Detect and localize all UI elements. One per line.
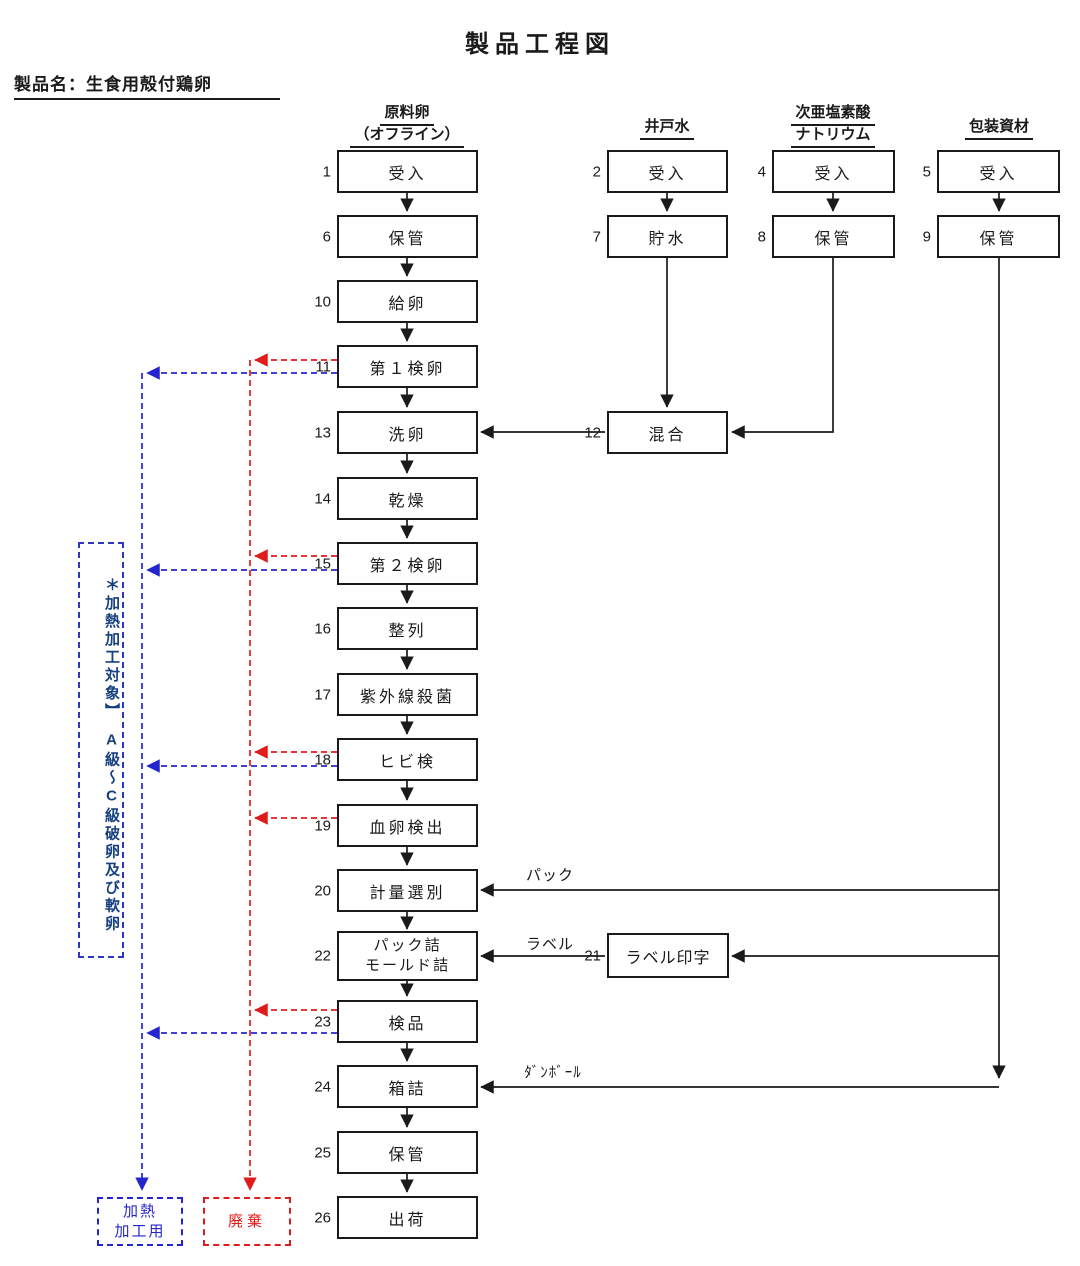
step-number: 25 <box>314 1144 331 1161</box>
step-label: 受入 <box>648 165 687 183</box>
step-number: 8 <box>757 228 766 245</box>
step-label: 検品 <box>388 1015 427 1033</box>
column-header-sodium-hypochlorite: 次亜塩素酸 ナトリウム <box>763 104 903 148</box>
step-number: 17 <box>314 686 331 703</box>
step-label: 受入 <box>979 165 1018 183</box>
heat-processing-annotation: ＊加熱加工対象】 A級～C級破卵及び軟卵 <box>78 542 124 958</box>
step-label: 出荷 <box>388 1211 427 1229</box>
column-header-raw-eggs: 原料卵 （オフライン） <box>337 104 477 148</box>
column-header-well-water: 井戸水 <box>607 118 727 140</box>
step-number: 23 <box>314 1013 331 1030</box>
flow-node-5-receiving: 5 受入 <box>923 150 1060 193</box>
step-label: ヒビ検 <box>378 753 436 771</box>
column-header-packaging-materials: 包装資材 <box>937 118 1061 140</box>
step-number: 20 <box>314 882 331 899</box>
flow-node-26-shipping: 26 出荷 <box>314 1196 478 1239</box>
disposal-box: 廃棄 <box>203 1197 291 1246</box>
flow-node-15-second-inspection: 15 第２検卵 <box>314 542 478 585</box>
flow-node-9-storage: 9 保管 <box>923 215 1060 258</box>
step-number: 24 <box>314 1078 331 1095</box>
flow-node-10-egg-feeding: 10 給卵 <box>314 280 478 323</box>
product-name-text: 製品名：生食用殻付鶏卵 <box>14 75 212 94</box>
step-label: 整列 <box>388 622 427 640</box>
flow-node-12-mixing: 12 混合 <box>584 411 728 454</box>
step-label: 保管 <box>814 230 853 248</box>
step-number: 1 <box>322 163 331 180</box>
step-number: 14 <box>314 490 331 507</box>
step-label: 第１検卵 <box>369 360 446 378</box>
step-label: 受入 <box>814 165 853 183</box>
step-label: 乾燥 <box>388 492 427 510</box>
step-number: 7 <box>592 228 601 245</box>
flow-node-23-product-inspection: 23 検品 <box>314 1000 478 1043</box>
step-label: 紫外線殺菌 <box>359 688 455 706</box>
flow-node-24-boxing: 24 箱詰 <box>314 1065 478 1108</box>
page-title: 製品工程図 <box>465 31 615 58</box>
flow-node-7-water-storage: 7 貯水 <box>593 215 728 258</box>
step-number: 11 <box>315 358 331 375</box>
flow-node-19-blood-egg-detection: 19 血卵検出 <box>314 804 478 847</box>
step-number: 13 <box>314 424 331 441</box>
flow-node-4-receiving: 4 受入 <box>758 150 895 193</box>
step-label: 計量選別 <box>369 884 446 902</box>
step-number: 4 <box>757 163 766 180</box>
step-label: 血卵検出 <box>369 819 446 837</box>
step-number: 21 <box>584 947 601 964</box>
flow-node-11-first-inspection: 11 第１検卵 <box>315 345 478 388</box>
step-label: 給卵 <box>388 295 427 313</box>
flow-node-20-weighing-sorting: 20 計量選別 <box>314 869 478 912</box>
step-label: 受入 <box>388 165 427 183</box>
step-label: 貯水 <box>648 230 687 248</box>
step-label: パック詰 モールド詰 <box>364 936 450 974</box>
flow-node-13-egg-washing: 13 洗卵 <box>314 411 478 454</box>
step-number: 10 <box>314 293 331 310</box>
product-name: 製品名：生食用殻付鶏卵 <box>14 70 280 100</box>
step-label: 保管 <box>979 230 1018 248</box>
flow-node-6-storage: 6 保管 <box>323 215 478 258</box>
supply-label-pack: パック <box>525 867 574 884</box>
step-label: ラベル印字 <box>625 949 711 967</box>
step-number: 6 <box>322 228 331 245</box>
step-label: 保管 <box>388 230 427 248</box>
step-number: 26 <box>314 1209 331 1226</box>
supply-label-label: ラベル <box>525 936 574 953</box>
step-number: 22 <box>314 947 331 965</box>
flow-node-17-uv-sterilization: 17 紫外線殺菌 <box>314 673 478 716</box>
step-number: 16 <box>314 620 331 637</box>
flow-node-2-receiving: 2 受入 <box>593 150 728 193</box>
flow-node-22-pack-mold-filling: 22 パック詰 モールド詰 <box>314 931 478 981</box>
heat-processing-use-box: 加熱 加工用 <box>97 1197 183 1246</box>
flow-node-21-label-printing: 21 ラベル印字 <box>584 933 729 978</box>
flow-node-14-drying: 14 乾燥 <box>314 477 478 520</box>
flow-node-18-crack-inspection: 18 ヒビ検 <box>314 738 478 781</box>
flow-node-16-alignment: 16 整列 <box>314 607 478 650</box>
step-label: 保管 <box>388 1146 427 1164</box>
supply-label-cardboard: ﾀﾞﾝﾎﾞｰﾙ <box>524 1064 582 1081</box>
step-number: 2 <box>592 163 601 180</box>
step-number: 12 <box>584 424 601 441</box>
step-number: 9 <box>922 228 931 245</box>
flow-node-25-storage: 25 保管 <box>314 1131 478 1174</box>
step-label: 第２検卵 <box>369 557 446 575</box>
flow-node-8-storage: 8 保管 <box>758 215 895 258</box>
step-number: 15 <box>314 555 331 572</box>
step-number: 19 <box>314 817 331 834</box>
step-number: 18 <box>314 751 331 768</box>
step-number: 5 <box>922 163 931 180</box>
step-label: 箱詰 <box>388 1080 427 1098</box>
flow-node-1-receiving: 1 受入 <box>323 150 478 193</box>
step-label: 洗卵 <box>388 426 427 444</box>
step-label: 混合 <box>648 426 687 444</box>
